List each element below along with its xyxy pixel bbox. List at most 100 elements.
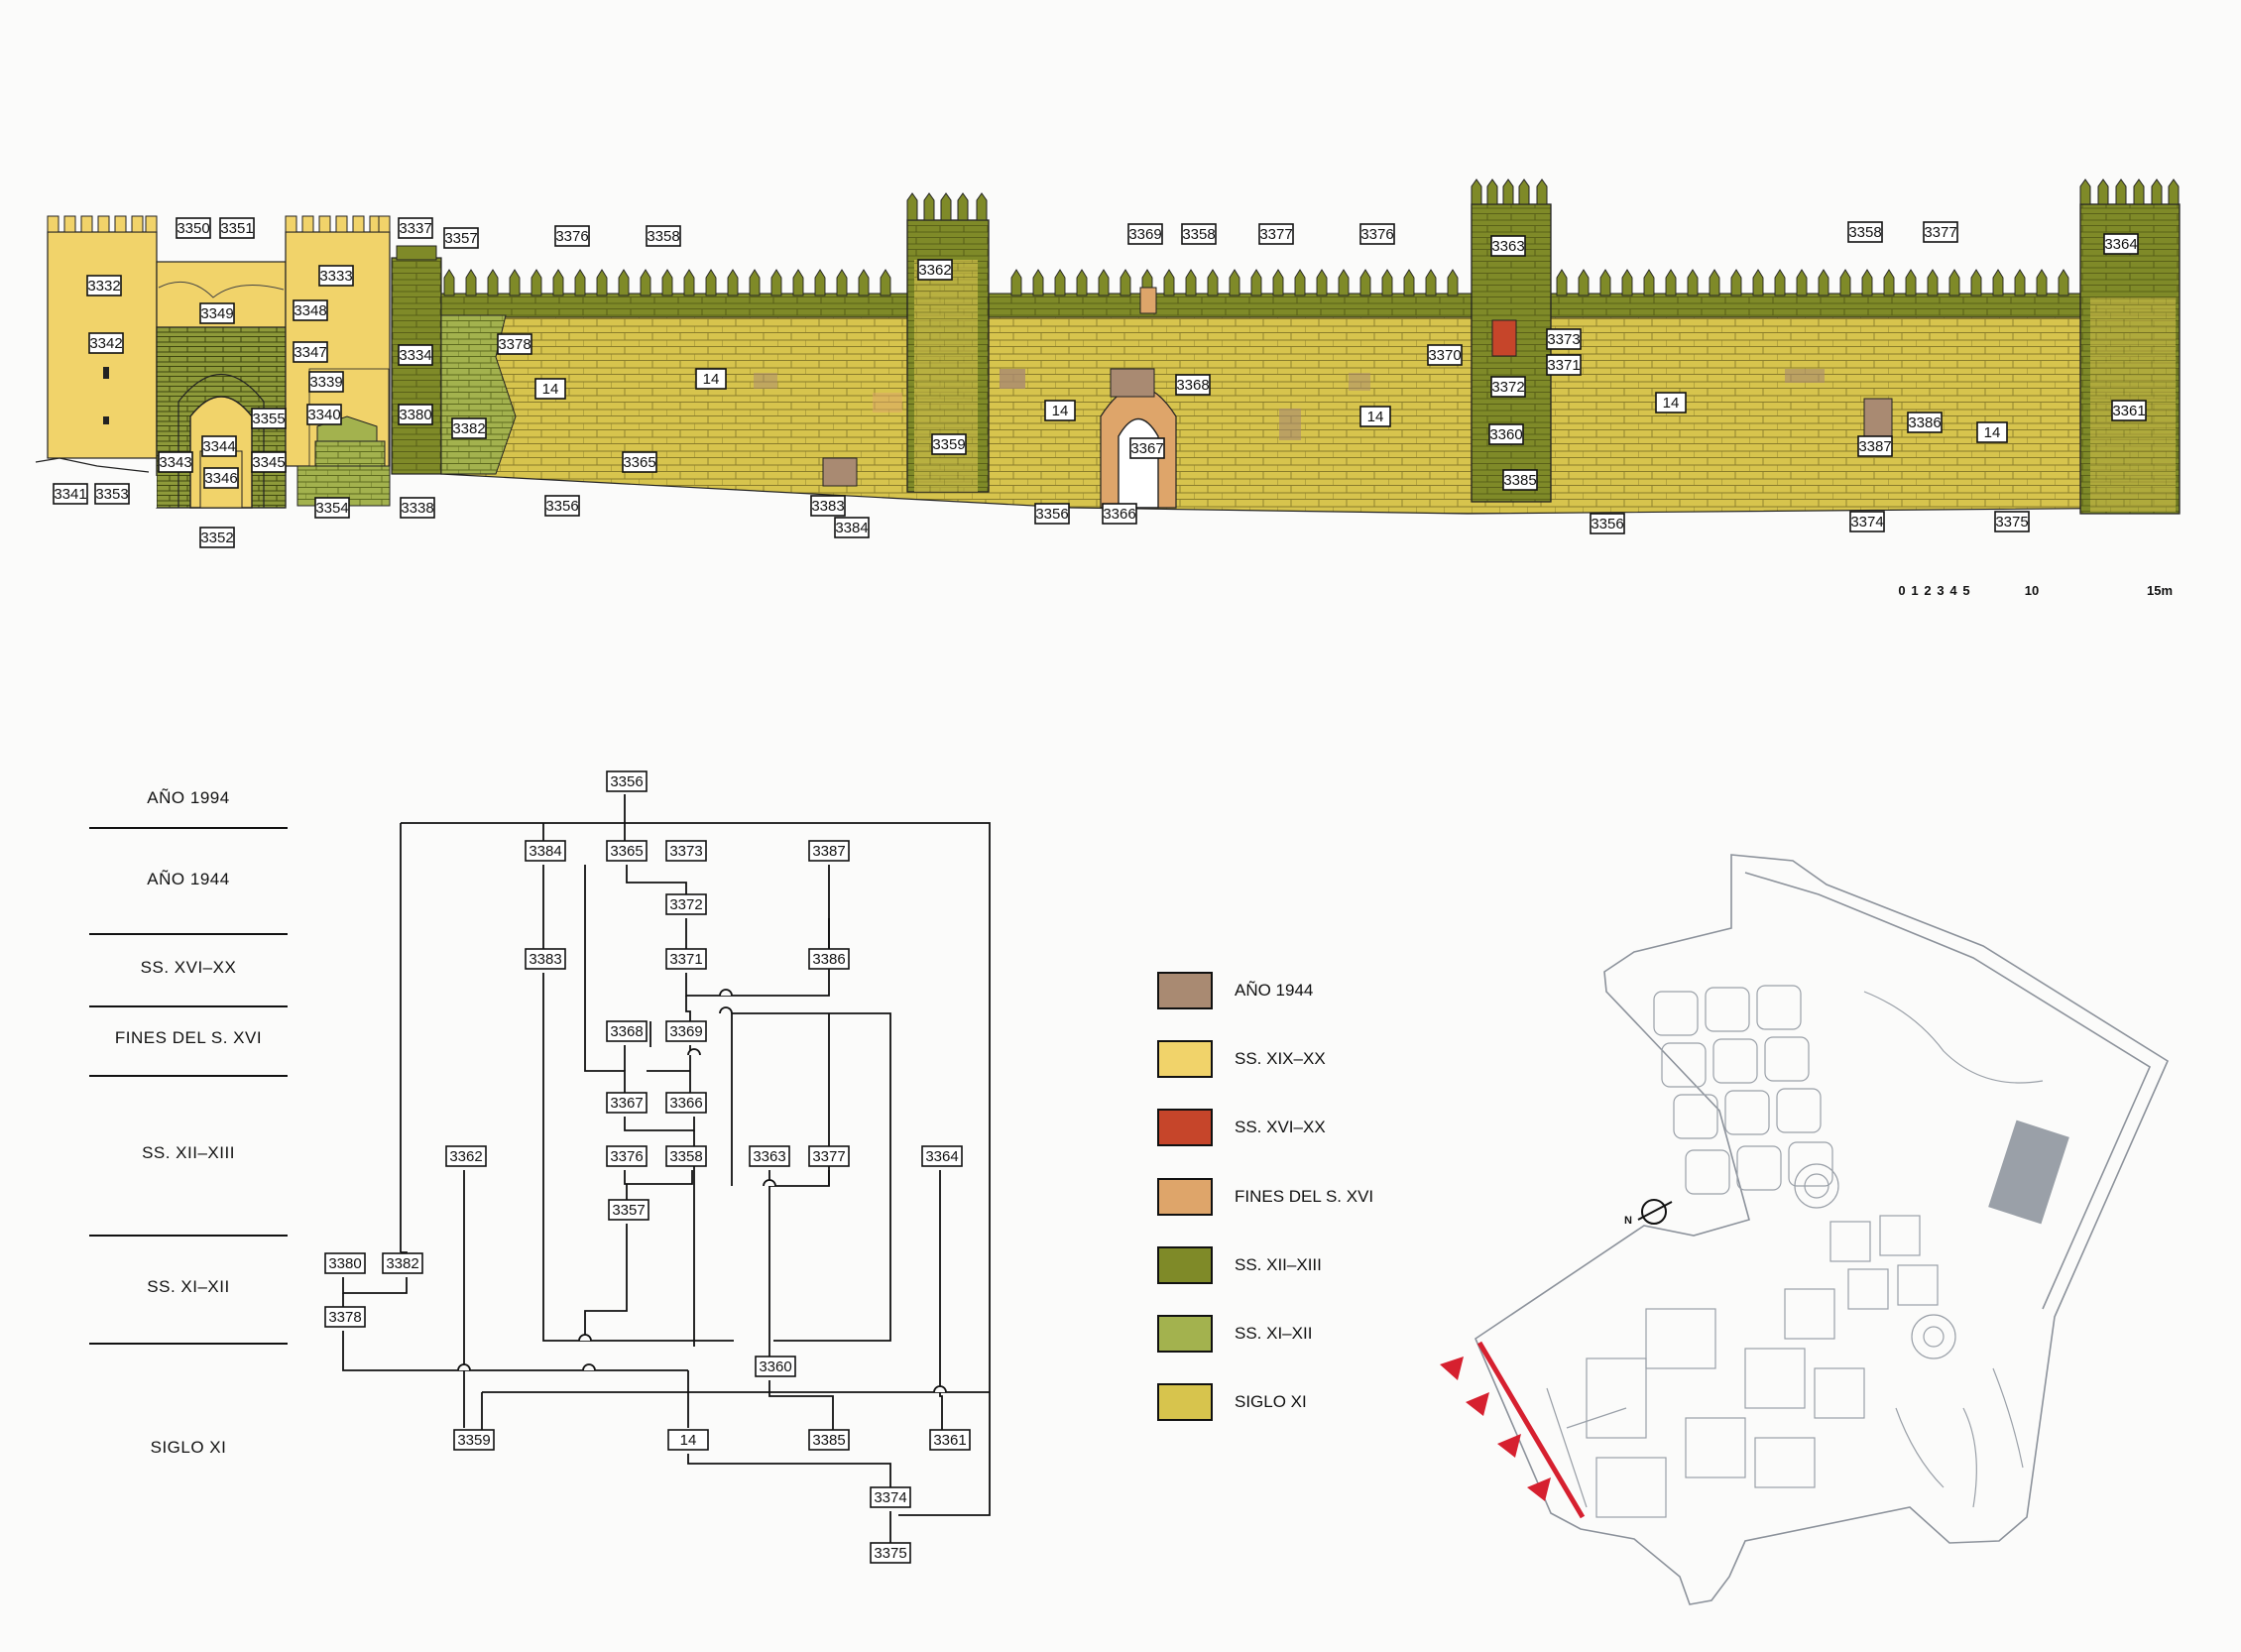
legend-swatch bbox=[1157, 1246, 1213, 1284]
svg-text:3374: 3374 bbox=[874, 1489, 906, 1506]
elevation-label-e3345: 3345 bbox=[251, 451, 287, 473]
elevation-label-e14a: 14 bbox=[534, 378, 566, 400]
merlon bbox=[1359, 269, 1371, 296]
svg-text:3386: 3386 bbox=[1908, 414, 1941, 431]
svg-text:3358: 3358 bbox=[1848, 224, 1881, 241]
merlon bbox=[1032, 269, 1044, 296]
elevation-label-e3356b: 3356 bbox=[1034, 503, 1070, 525]
matrix-node-n3359: 3359 bbox=[453, 1429, 495, 1451]
merlon bbox=[1556, 269, 1568, 296]
matrix-node-n3377: 3377 bbox=[808, 1145, 850, 1167]
svg-text:3361: 3361 bbox=[933, 1432, 966, 1449]
svg-text:3382: 3382 bbox=[386, 1255, 418, 1272]
svg-text:3350: 3350 bbox=[177, 220, 209, 237]
merlon bbox=[1272, 269, 1284, 296]
merlon bbox=[683, 269, 695, 296]
elevation-label-e3353: 3353 bbox=[94, 483, 130, 505]
elevation-label-e3387: 3387 bbox=[1857, 435, 1893, 457]
era-divider bbox=[89, 933, 288, 935]
svg-text:3365: 3365 bbox=[610, 843, 643, 860]
svg-text:3342: 3342 bbox=[89, 335, 122, 352]
matrix-node-n3363: 3363 bbox=[749, 1145, 790, 1167]
svg-text:3340: 3340 bbox=[307, 407, 340, 423]
main-wall bbox=[440, 269, 2173, 515]
svg-text:3371: 3371 bbox=[1547, 357, 1580, 374]
elevation-label-e3386: 3386 bbox=[1907, 412, 1943, 433]
merlon bbox=[1730, 269, 1742, 296]
elevation-label-e14f: 14 bbox=[1976, 421, 2008, 443]
elevation-label-e3377a: 3377 bbox=[1258, 223, 1294, 245]
elevation-label-e3356c: 3356 bbox=[1590, 513, 1625, 534]
merlon bbox=[1403, 269, 1415, 296]
elevation-label-e3340: 3340 bbox=[306, 404, 342, 425]
scale-tick-label: 2 bbox=[1924, 583, 1931, 595]
elevation-label-e3371: 3371 bbox=[1546, 354, 1582, 376]
merlon bbox=[1970, 269, 1982, 296]
merlon bbox=[1229, 269, 1240, 296]
merlon bbox=[1207, 269, 1219, 296]
elevation-label-e3367: 3367 bbox=[1129, 437, 1165, 459]
svg-text:3358: 3358 bbox=[1182, 226, 1215, 243]
matrix-node-n3372: 3372 bbox=[665, 893, 707, 915]
matrix-node-n3361: 3361 bbox=[929, 1429, 971, 1451]
elevation-label-e3385: 3385 bbox=[1502, 469, 1538, 491]
elevation-label-e3376a: 3376 bbox=[554, 225, 590, 247]
svg-text:3346: 3346 bbox=[204, 470, 237, 487]
tower-3363 bbox=[1471, 178, 1552, 503]
svg-text:3334: 3334 bbox=[399, 347, 431, 364]
elevation-label-e3366: 3366 bbox=[1102, 503, 1137, 525]
legend-label: SS. XIX–XX bbox=[1235, 1049, 1326, 1068]
elevation-label-e3358b: 3358 bbox=[1181, 223, 1217, 245]
elevation-label-e3339: 3339 bbox=[308, 371, 344, 393]
legend-swatch bbox=[1157, 1315, 1213, 1353]
merlon bbox=[531, 269, 542, 296]
era-divider bbox=[89, 827, 288, 829]
merlon bbox=[1709, 269, 1720, 296]
scale-tick-label: 15m bbox=[2147, 583, 2173, 595]
legend-label: SS. XII–XIII bbox=[1235, 1255, 1322, 1274]
svg-text:3362: 3362 bbox=[918, 262, 951, 279]
merlon bbox=[661, 269, 673, 296]
svg-text:14: 14 bbox=[542, 381, 559, 398]
elevation-label-e3359: 3359 bbox=[931, 433, 967, 455]
scale-tick-label: 0 bbox=[1898, 583, 1905, 595]
svg-text:3352: 3352 bbox=[200, 530, 233, 546]
legend-label: SS. XVI–XX bbox=[1235, 1118, 1326, 1136]
matrix-node-n3385: 3385 bbox=[808, 1429, 850, 1451]
svg-text:3370: 3370 bbox=[1428, 347, 1461, 364]
svg-text:3347: 3347 bbox=[294, 344, 326, 361]
elevation-label-e14d: 14 bbox=[1359, 406, 1391, 427]
svg-text:3356: 3356 bbox=[610, 773, 643, 790]
svg-text:3366: 3366 bbox=[669, 1095, 702, 1112]
svg-text:3377: 3377 bbox=[1924, 224, 1956, 241]
svg-text:3372: 3372 bbox=[1491, 379, 1524, 396]
elevation-label-e3375: 3375 bbox=[1994, 511, 2030, 532]
merlon bbox=[465, 269, 477, 296]
matrix-node-n3368: 3368 bbox=[606, 1020, 648, 1042]
svg-text:3363: 3363 bbox=[1491, 238, 1524, 255]
merlon bbox=[749, 269, 761, 296]
matrix-node-n3378: 3378 bbox=[324, 1306, 366, 1328]
elevation-label-e14c: 14 bbox=[1044, 400, 1076, 421]
svg-text:3358: 3358 bbox=[669, 1148, 702, 1165]
elevation-label-e3372: 3372 bbox=[1490, 376, 1526, 398]
svg-text:14: 14 bbox=[1663, 395, 1680, 412]
era-label: SS. XVI–XX bbox=[140, 958, 237, 977]
elevation-label-e3365: 3365 bbox=[622, 451, 657, 473]
merlon bbox=[2036, 269, 2048, 296]
era-label: SIGLO XI bbox=[150, 1438, 227, 1457]
svg-text:14: 14 bbox=[1984, 424, 2001, 441]
matrix-node-n3364: 3364 bbox=[921, 1145, 963, 1167]
elevation-label-e3362: 3362 bbox=[917, 259, 953, 281]
merlon bbox=[1948, 269, 1960, 296]
svg-text:3375: 3375 bbox=[1995, 514, 2028, 531]
svg-text:3361: 3361 bbox=[2112, 403, 2145, 419]
merlon bbox=[552, 269, 564, 296]
elevation-label-e3337: 3337 bbox=[398, 217, 433, 239]
svg-text:3375: 3375 bbox=[874, 1545, 906, 1562]
merlon bbox=[1752, 269, 1764, 296]
svg-text:3387: 3387 bbox=[1858, 438, 1891, 455]
svg-text:3359: 3359 bbox=[457, 1432, 490, 1449]
matrix-node-n3357: 3357 bbox=[608, 1199, 649, 1221]
